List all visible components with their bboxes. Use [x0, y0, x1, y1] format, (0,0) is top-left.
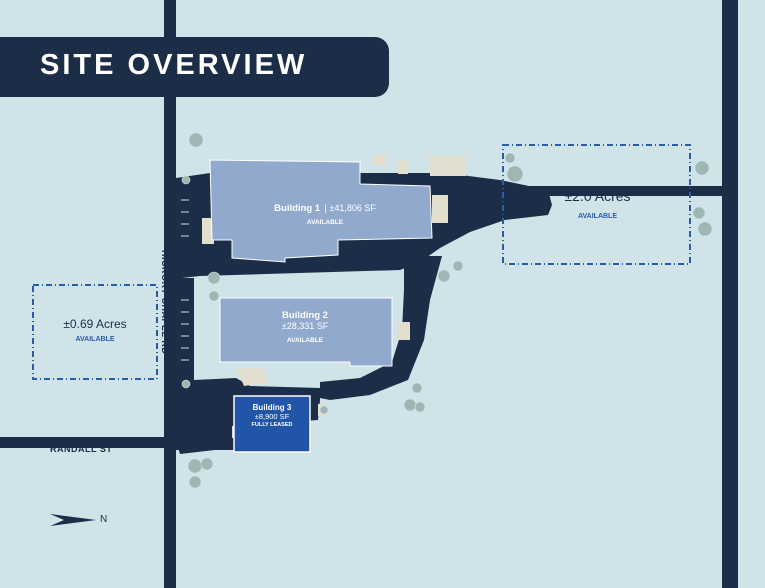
building-1-status: AVAILABLE: [306, 219, 344, 226]
building-2-status: AVAILABLE: [286, 337, 324, 344]
page-title: SITE OVERVIEW: [40, 49, 308, 81]
parcel-2-acres-boundary: [502, 144, 691, 265]
triangle-lake-road: [722, 0, 738, 588]
north-arrow-icon: [50, 514, 96, 526]
randall-street: [0, 437, 180, 448]
parcel-069-acres-boundary: [32, 284, 158, 380]
building-3-footprint: [233, 395, 311, 453]
building-1-label: Building 1 | ±41,806 SF AVAILABLE: [250, 198, 400, 226]
building-3-name: Building 3: [252, 403, 292, 412]
randall-street-label: RANDALL ST: [50, 444, 113, 454]
building-1-name: Building 1: [274, 203, 321, 214]
parcel-069-acres-label: ±0.69 Acres: [63, 317, 127, 331]
building-3-status: FULLY LEASED: [251, 422, 293, 428]
building-1-size: ±41,806 SF: [329, 203, 376, 213]
building-2-name: Building 2: [282, 310, 328, 321]
hickory-chapel-road-label: HICKORY CHAPEL RD: [160, 250, 170, 355]
building-1-footprint: [209, 159, 433, 263]
parcel-2-acres-status: AVAILABLE: [577, 213, 618, 220]
parcel-2-acres-label: ±2.0 Acres: [564, 188, 631, 204]
building-2-size: ±28,331 SF: [281, 321, 329, 331]
building-2-label: Building 2 ±28,331 SF AVAILABLE: [240, 310, 370, 344]
north-label: N: [100, 514, 108, 525]
tree-icon: [181, 132, 713, 489]
parcel-069-acres-status: AVAILABLE: [75, 336, 115, 343]
building-3-label: Building 3 ±8,900 SF FULLY LEASED: [236, 403, 308, 428]
triangle-lake-road-label: TRIANGLE LAKE RD: [729, 276, 739, 374]
building-2-footprint: [219, 297, 393, 367]
title-banner: [0, 37, 389, 97]
parking-stripes: [181, 199, 311, 380]
building-3-size: ±8,900 SF: [254, 412, 290, 421]
